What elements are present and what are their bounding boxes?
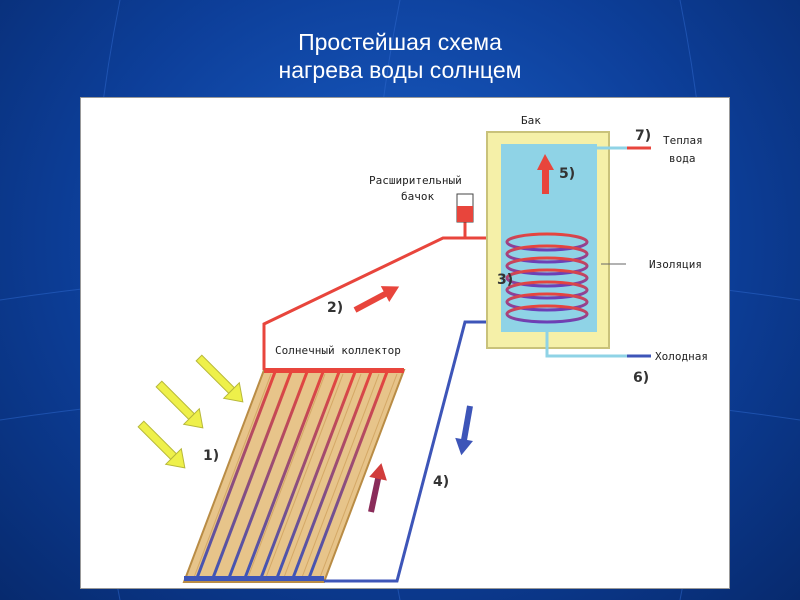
hot-pipe [262, 236, 521, 370]
warm-water-label-2: вода [669, 152, 696, 165]
sunlight-arrows [137, 354, 244, 469]
cold-water-label: Холодная [655, 350, 708, 363]
warm-water-label-1: Теплая [663, 134, 703, 147]
expansion-tank [456, 193, 474, 223]
step-3-label: 3) [497, 272, 513, 288]
flow-arrow-hot [353, 286, 400, 313]
step-1-label: 1) [203, 448, 219, 464]
step-7-label: 7) [635, 128, 651, 144]
step-6-label: 6) [633, 370, 649, 386]
title-line-1: Простейшая схема [298, 29, 502, 55]
insulation-label: Изоляция [649, 258, 702, 271]
solar-collector [182, 368, 406, 583]
flow-arrow-collector [368, 463, 387, 513]
heat-exchanger-coil [505, 232, 589, 324]
flow-arrow-cold [455, 405, 473, 456]
flow-arrow-up-tank [537, 154, 554, 194]
title-line-2: нагрева воды солнцем [278, 57, 522, 83]
step-5-label: 5) [559, 166, 575, 182]
solar-heating-diagram: Бак Расширительный бачок Теплая вода Изо… [137, 114, 708, 583]
cold-water-pipe [545, 332, 627, 358]
diagram-panel: Бак Расширительный бачок Теплая вода Изо… [80, 97, 730, 589]
expansion-tank-label-1: Расширительный [369, 174, 462, 187]
slide-title: Простейшая схема нагрева воды солнцем [0, 28, 800, 84]
tank-label: Бак [521, 114, 541, 127]
collector-label: Солнечный коллектор [275, 344, 401, 357]
step-4-label: 4) [433, 474, 449, 490]
step-2-label: 2) [327, 300, 343, 316]
expansion-tank-label-2: бачок [401, 190, 434, 203]
